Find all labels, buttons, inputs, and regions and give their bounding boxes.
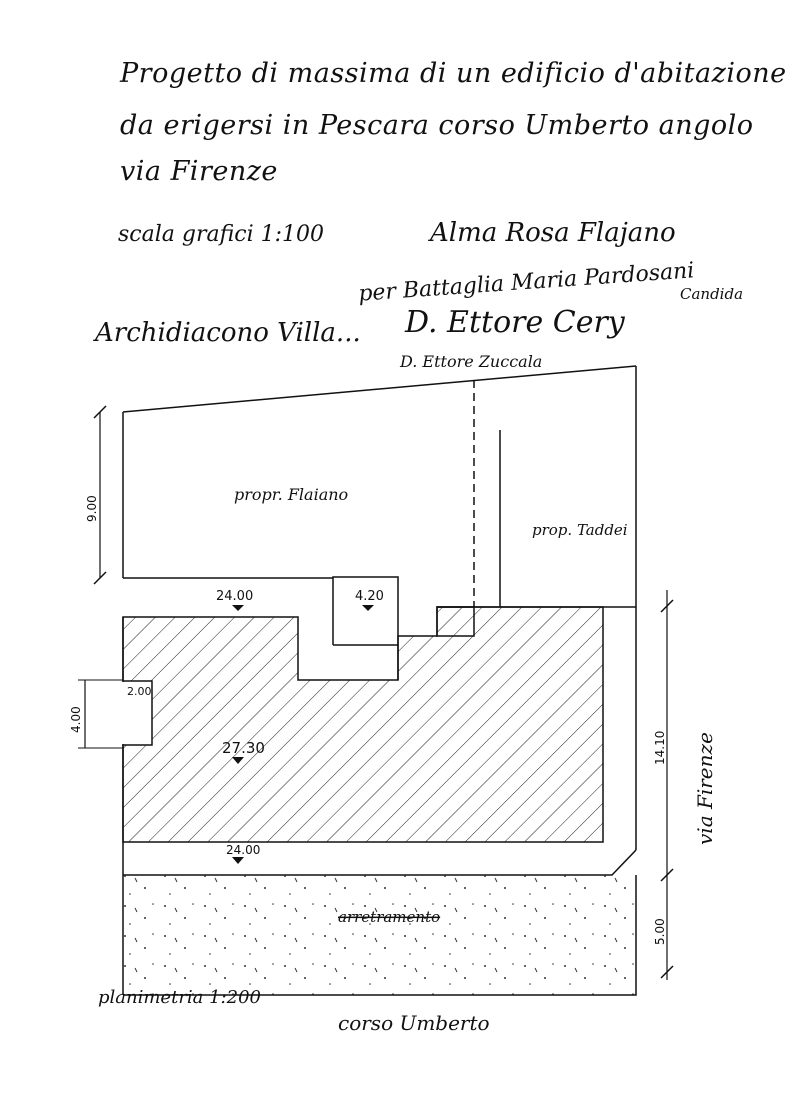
dim-9-00: 9.00	[85, 495, 99, 522]
street-via-firenze: via Firenze	[693, 732, 717, 845]
dim-14-10: 14.10	[653, 731, 667, 765]
label-setback: arretramento	[338, 908, 440, 926]
level-24-top: 24.00	[216, 589, 253, 604]
signature-cery: D. Ettore Cery	[405, 305, 625, 340]
level-27-30: 27.30	[222, 739, 265, 757]
label-prop-flaiano: propr. Flaiano	[234, 485, 348, 504]
dim-5-00: 5.00	[653, 918, 667, 945]
lot-top-boundary	[122, 365, 637, 413]
notch-dimension: 2.00	[127, 685, 152, 698]
plan-scale: planimetria 1:200	[98, 987, 261, 1008]
signature-left: Archidiacono Villa...	[95, 318, 361, 348]
dim-4-00: 4.00	[69, 706, 83, 733]
level-24-bottom: 24.00	[226, 843, 260, 857]
signature-zuccala: D. Ettore Zuccala	[400, 352, 543, 371]
title-line-1: Progetto di massima di un edificio d'abi…	[120, 58, 787, 89]
signature-flajano: Alma Rosa Flajano	[430, 218, 676, 248]
level-markers	[232, 605, 374, 864]
setback-area	[123, 875, 636, 995]
signature-candida: Candida	[680, 285, 744, 303]
title-line-2: da erigersi in Pescara corso Umberto ang…	[120, 110, 754, 141]
building-footprint	[122, 606, 604, 843]
title-line-3: via Firenze	[120, 156, 278, 187]
street-corso-umberto: corso Umberto	[338, 1011, 490, 1035]
scale-note: scala grafici 1:100	[118, 222, 325, 247]
level-4-20: 4.20	[355, 589, 384, 604]
label-prop-taddei: prop. Taddei	[532, 521, 628, 539]
